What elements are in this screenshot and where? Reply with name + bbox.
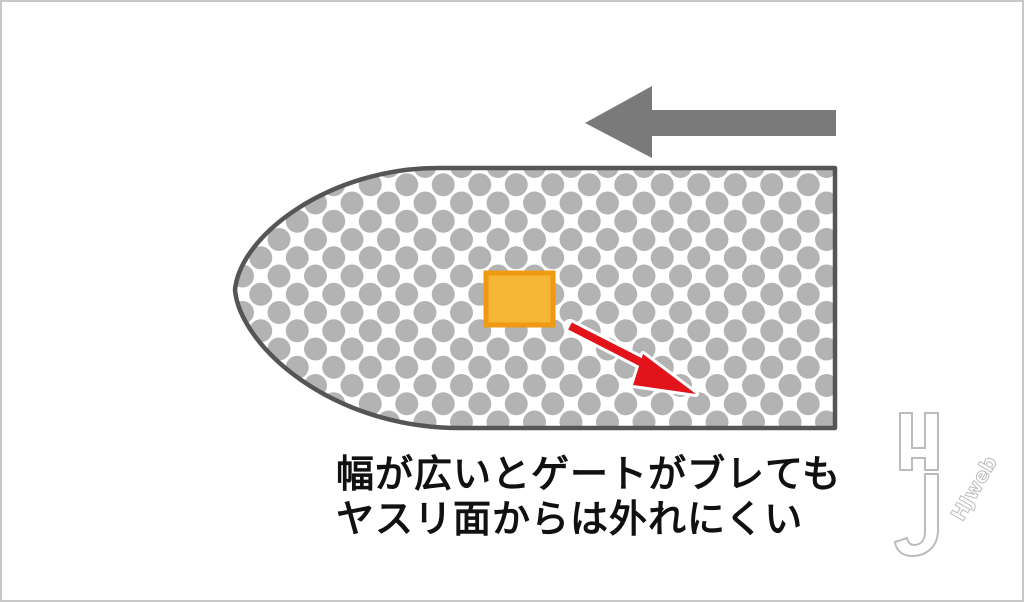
hjweb-logo: HJweb — [893, 412, 1002, 558]
logo-h-mark — [899, 412, 939, 471]
logo-text: HJweb — [946, 452, 1002, 525]
logo-j-mark — [893, 473, 939, 558]
file-outline — [232, 165, 838, 431]
gate-drift-arrow — [563, 319, 699, 397]
caption-line-1: 幅が広いとゲートがブレても — [336, 452, 842, 496]
gate-mark — [483, 270, 556, 328]
direction-arrow — [585, 86, 836, 158]
caption-line-2: ヤスリ面からは外れにくい — [336, 497, 804, 541]
